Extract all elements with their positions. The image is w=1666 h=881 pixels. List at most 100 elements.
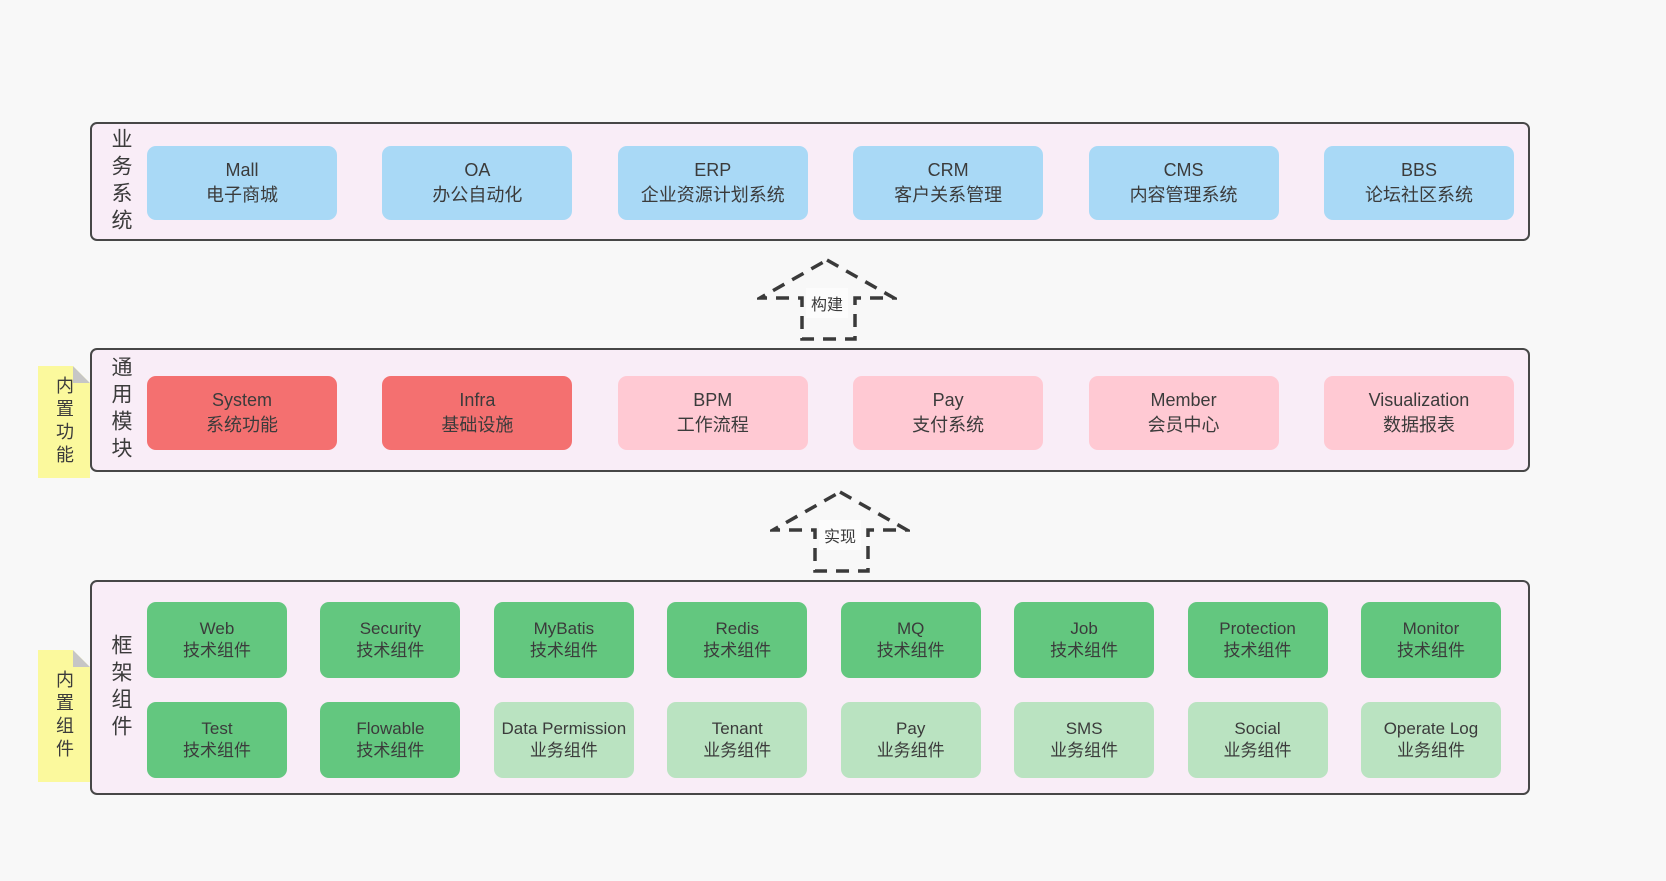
- box-title: Member: [1150, 390, 1217, 411]
- box-title: Mall: [225, 160, 259, 181]
- box-title: Job: [1070, 618, 1098, 638]
- box-operate-log: Operate Log 业务组件: [1360, 702, 1501, 778]
- box-title: Flowable: [356, 718, 425, 738]
- business-systems-label: 业务系统: [109, 127, 132, 236]
- builtin-features-sticky: 内置功能: [38, 366, 90, 478]
- folded-corner-icon: [73, 650, 90, 667]
- framework-components-label: 框架组件: [109, 633, 132, 742]
- box-subtitle: 技术组件: [1223, 641, 1292, 660]
- builtin-features-sticky-label: 内置功能: [54, 376, 74, 468]
- box-web: Web 技术组件: [147, 602, 287, 678]
- box-subtitle: 技术组件: [1396, 641, 1465, 660]
- common-modules-panel: 通用模块 System 系统功能 Infra 基础设施 BPM 工作流程 Pay…: [90, 348, 1530, 472]
- box-subtitle: 基础设施: [441, 415, 514, 435]
- box-visualization: Visualization 数据报表: [1323, 376, 1514, 450]
- business-systems-panel: 业务系统 Mall 电子商城 OA 办公自动化 ERP 企业资源计划系统 CRM…: [90, 122, 1530, 241]
- box-subtitle: 技术组件: [703, 641, 772, 660]
- box-erp: ERP 企业资源计划系统: [617, 146, 808, 220]
- implement-arrow-icon: 实现: [770, 489, 910, 574]
- box-subtitle: 业务组件: [529, 741, 598, 760]
- box-title: Protection: [1219, 618, 1296, 638]
- box-subtitle: 技术组件: [529, 641, 598, 660]
- box-subtitle: 企业资源计划系统: [640, 185, 785, 205]
- up-block-arrow-icon: [770, 489, 910, 573]
- common-modules-label: 通用模块: [109, 356, 132, 464]
- box-security: Security 技术组件: [320, 602, 461, 678]
- box-subtitle: 客户关系管理: [894, 185, 1003, 205]
- box-subtitle: 内容管理系统: [1129, 185, 1238, 205]
- box-sms: SMS 业务组件: [1014, 702, 1155, 778]
- box-title: Monitor: [1402, 618, 1460, 638]
- box-infra: Infra 基础设施: [382, 376, 573, 450]
- box-subtitle: 技术组件: [183, 741, 251, 760]
- box-social: Social 业务组件: [1187, 702, 1328, 778]
- box-title: Pay: [932, 390, 964, 411]
- box-subtitle: 系统功能: [206, 415, 278, 435]
- box-title: Infra: [459, 390, 496, 411]
- box-subtitle: 技术组件: [183, 641, 251, 660]
- box-pay-component: Pay 业务组件: [840, 702, 981, 778]
- box-title: Data Permission: [501, 718, 627, 738]
- up-block-arrow-icon: [757, 257, 897, 341]
- build-arrow-icon: 构建: [757, 257, 897, 342]
- box-title: Tenant: [711, 718, 763, 738]
- box-job: Job 技术组件: [1014, 602, 1155, 678]
- box-title: Test: [201, 718, 233, 738]
- box-subtitle: 办公自动化: [432, 185, 523, 205]
- box-title: CRM: [927, 160, 969, 181]
- box-monitor: Monitor 技术组件: [1360, 602, 1501, 678]
- box-system: System 系统功能: [147, 376, 337, 450]
- box-title: BBS: [1400, 160, 1437, 181]
- box-title: MyBatis: [533, 618, 595, 638]
- business-box-row: Mall 电子商城 OA 办公自动化 ERP 企业资源计划系统 CRM 客户关系…: [147, 146, 1514, 220]
- box-subtitle: 业务组件: [1396, 741, 1465, 760]
- box-subtitle: 技术组件: [1050, 641, 1119, 660]
- box-subtitle: 技术组件: [356, 641, 425, 660]
- box-protection: Protection 技术组件: [1187, 602, 1328, 678]
- box-subtitle: 技术组件: [876, 641, 945, 660]
- box-subtitle: 电子商城: [206, 185, 278, 205]
- box-subtitle: 业务组件: [703, 741, 772, 760]
- box-title: Pay: [896, 718, 926, 738]
- box-subtitle: 会员中心: [1147, 415, 1220, 435]
- box-subtitle: 业务组件: [1223, 741, 1292, 760]
- box-title: Social: [1234, 718, 1281, 738]
- box-data-permission: Data Permission 业务组件: [493, 702, 634, 778]
- box-pay: Pay 支付系统: [853, 376, 1044, 450]
- box-title: SMS: [1065, 718, 1103, 738]
- box-subtitle: 技术组件: [356, 741, 425, 760]
- box-cms: CMS 内容管理系统: [1088, 146, 1279, 220]
- box-subtitle: 论坛社区系统: [1364, 185, 1473, 205]
- framework-row-1: Web 技术组件 Security 技术组件 MyBatis 技术组件 Redi…: [147, 602, 1501, 678]
- folded-corner-icon: [73, 366, 90, 383]
- builtin-components-sticky: 内置组件: [38, 650, 90, 782]
- box-bpm: BPM 工作流程: [617, 376, 808, 450]
- box-title: MQ: [896, 618, 925, 638]
- framework-components-panel: 框架组件 Web 技术组件 Security 技术组件 MyBatis 技术组件…: [90, 580, 1530, 795]
- box-title: OA: [464, 160, 491, 181]
- modules-box-row: System 系统功能 Infra 基础设施 BPM 工作流程 Pay 支付系统…: [147, 376, 1514, 450]
- framework-row-2: Test 技术组件 Flowable 技术组件 Data Permission …: [147, 702, 1501, 778]
- box-title: Visualization: [1368, 390, 1470, 411]
- box-title: System: [211, 390, 272, 411]
- box-mq: MQ 技术组件: [840, 602, 981, 678]
- box-oa: OA 办公自动化: [382, 146, 573, 220]
- box-member: Member 会员中心: [1088, 376, 1279, 450]
- box-redis: Redis 技术组件: [667, 602, 808, 678]
- box-title: Operate Log: [1383, 718, 1479, 738]
- box-subtitle: 业务组件: [1050, 741, 1119, 760]
- box-tenant: Tenant 业务组件: [667, 702, 808, 778]
- box-title: Security: [359, 618, 422, 638]
- builtin-components-sticky-label: 内置组件: [54, 670, 74, 762]
- box-title: Web: [199, 618, 235, 638]
- box-subtitle: 工作流程: [676, 415, 749, 435]
- implement-arrow-label: 实现: [818, 520, 862, 550]
- build-arrow-label: 构建: [805, 288, 849, 318]
- box-flowable: Flowable 技术组件: [320, 702, 461, 778]
- box-test: Test 技术组件: [147, 702, 287, 778]
- box-mall: Mall 电子商城: [147, 146, 337, 220]
- box-subtitle: 支付系统: [912, 415, 985, 435]
- box-subtitle: 数据报表: [1382, 415, 1455, 435]
- box-subtitle: 业务组件: [876, 741, 945, 760]
- box-title: BPM: [693, 390, 733, 411]
